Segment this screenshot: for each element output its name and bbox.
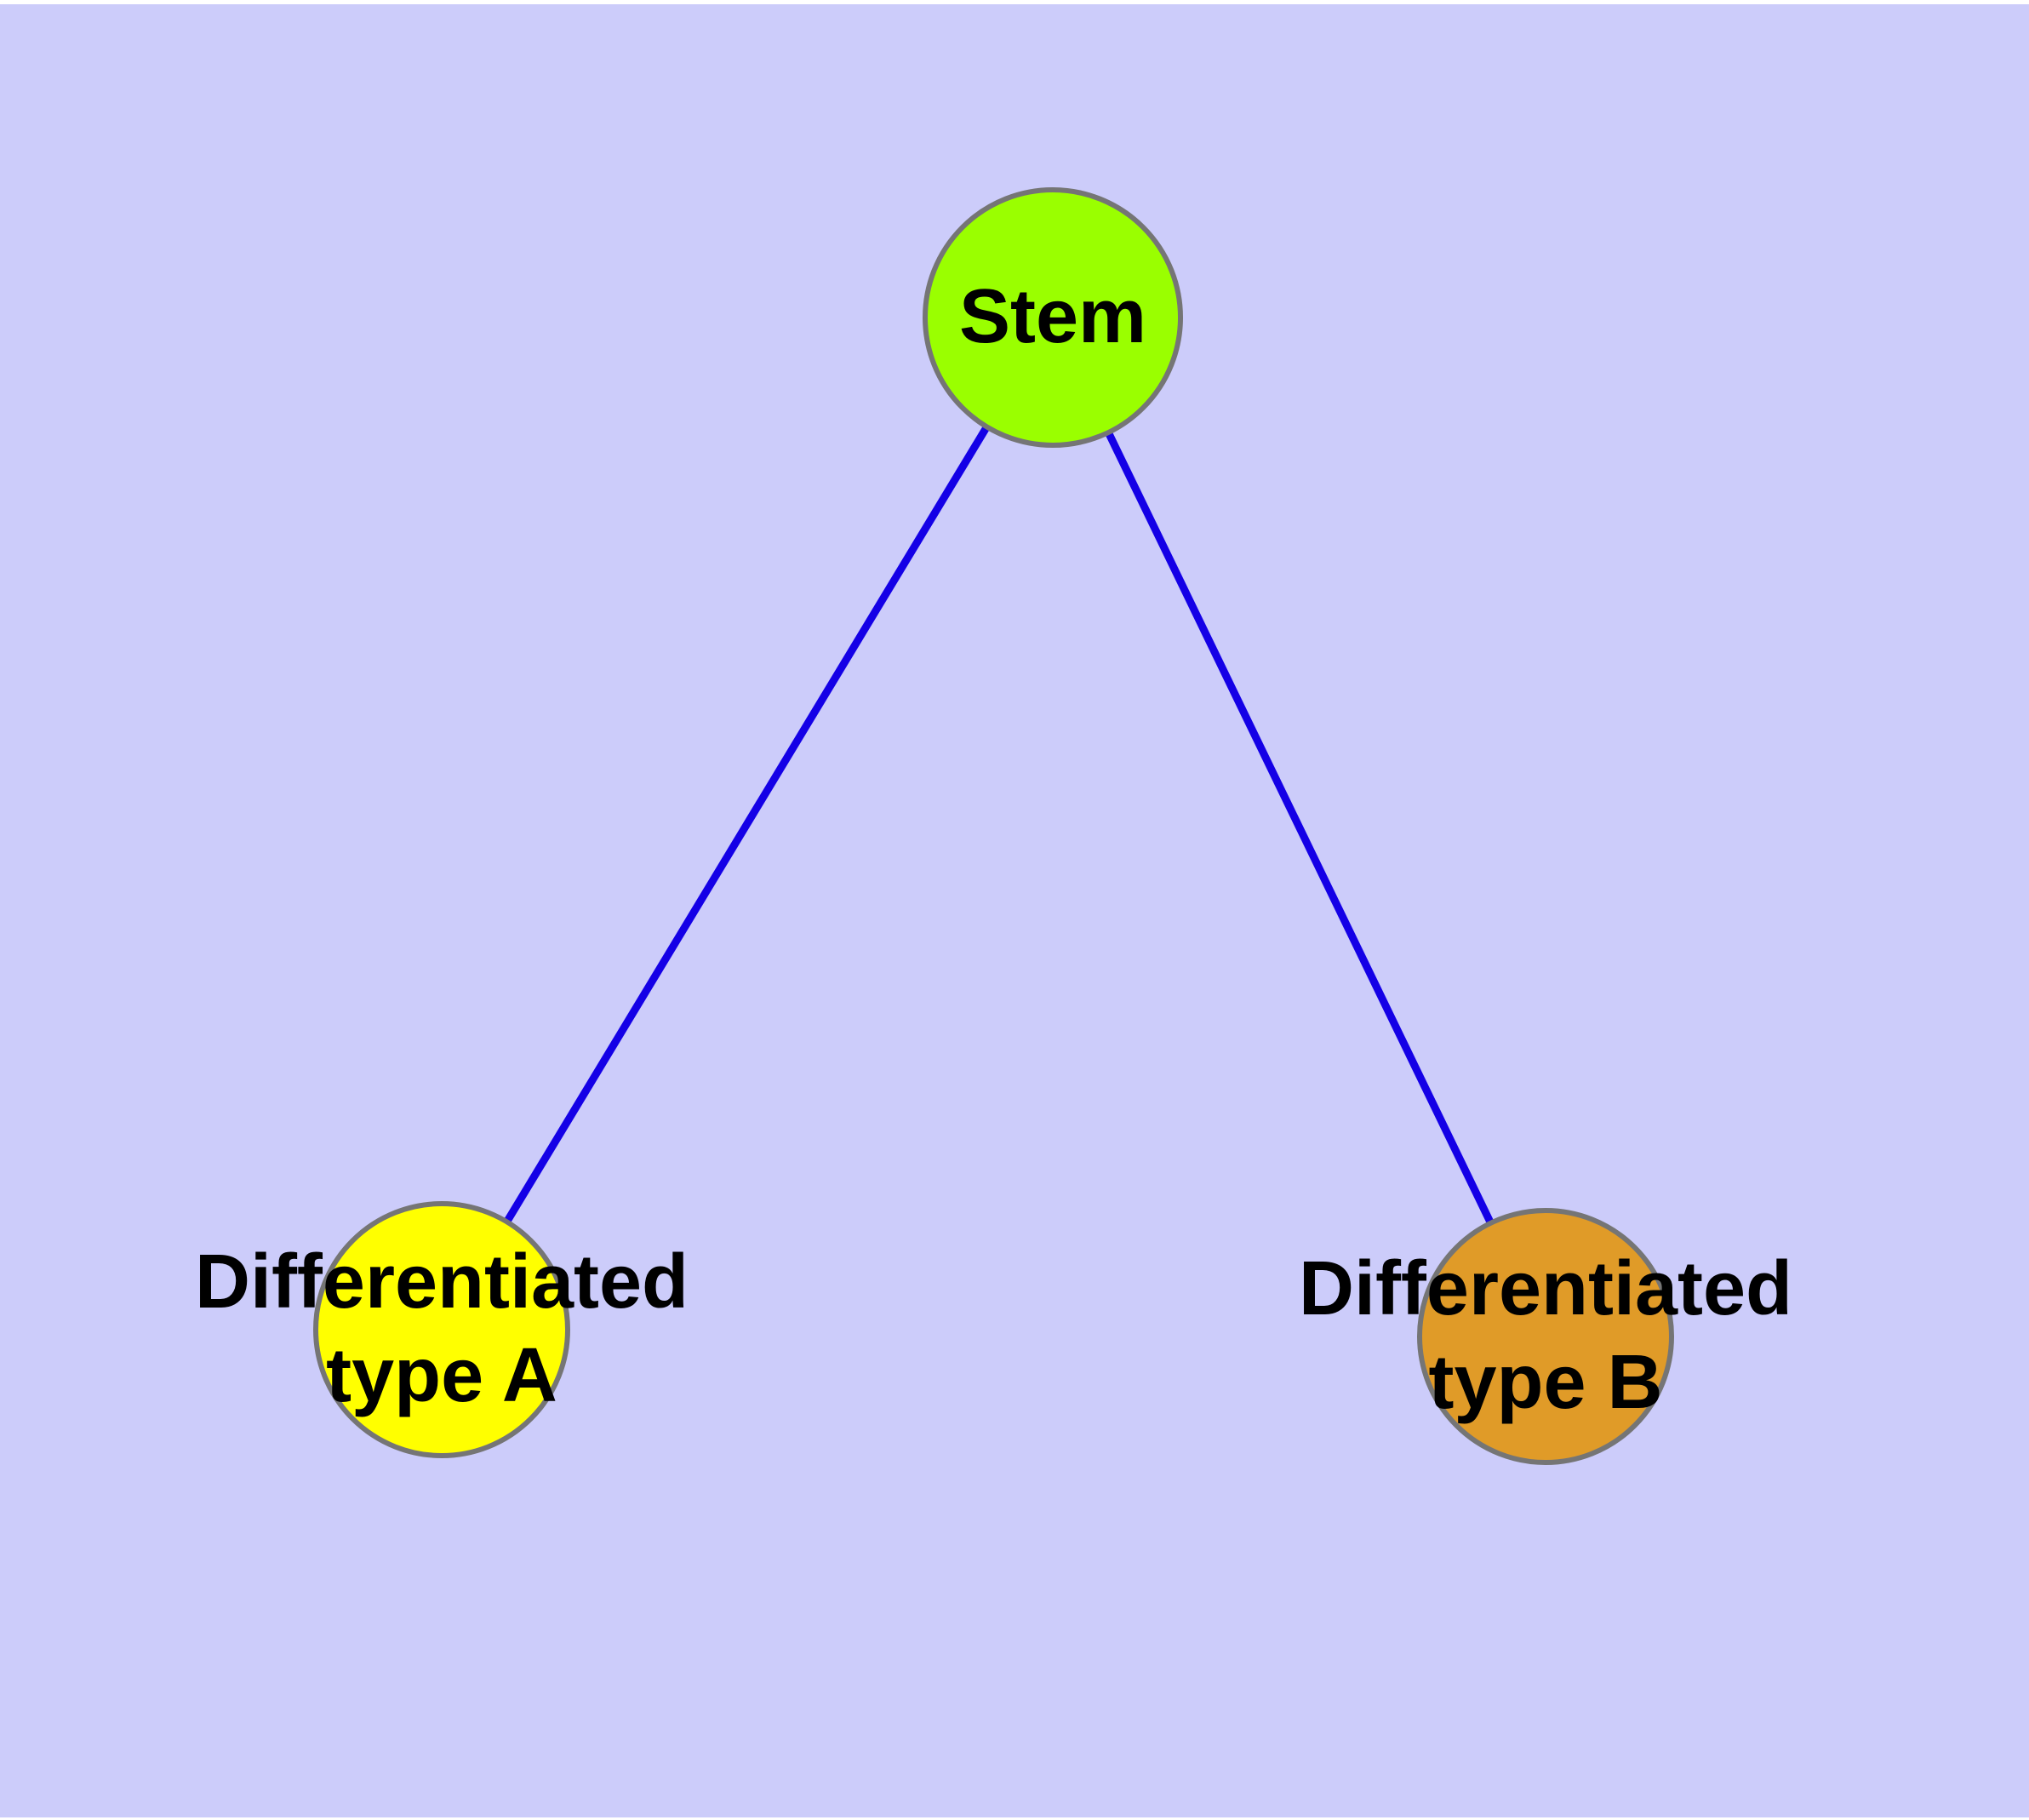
edge-layer xyxy=(438,315,1550,1338)
node-stem[interactable] xyxy=(923,187,1183,448)
node-diff-a-label-line2: type A xyxy=(326,1333,557,1418)
label-layer: Stem Differentiated type A Differentiate… xyxy=(195,274,1792,1425)
node-diff-b-label-line2: type B xyxy=(1428,1340,1662,1425)
edge-stem-to-diff-a[interactable] xyxy=(438,315,1056,1332)
edge-stem-to-diff-b[interactable] xyxy=(1049,316,1550,1338)
node-diff-b[interactable] xyxy=(1417,1208,1674,1465)
node-diff-a-label-line1: Differentiated xyxy=(195,1239,689,1325)
node-stem-circle[interactable] xyxy=(923,187,1183,448)
node-stem-label: Stem xyxy=(959,274,1146,359)
node-diff-a[interactable] xyxy=(313,1201,570,1458)
node-diff-b-circle[interactable] xyxy=(1417,1208,1674,1465)
node-diff-a-circle[interactable] xyxy=(313,1201,570,1458)
node-layer xyxy=(313,187,1674,1465)
node-diff-b-label-line1: Differentiated xyxy=(1299,1246,1792,1331)
